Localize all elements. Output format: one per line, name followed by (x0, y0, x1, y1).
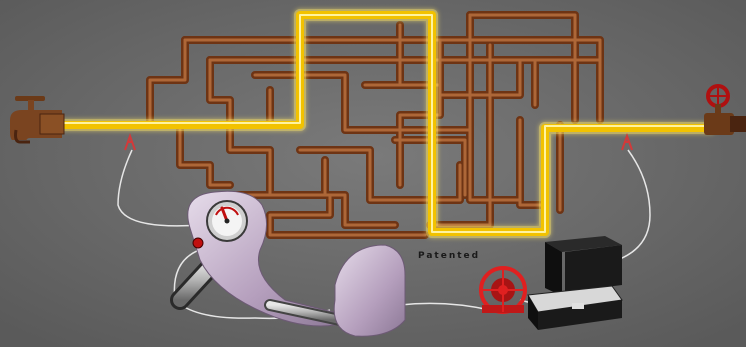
right-clamp-icon (621, 133, 633, 151)
highlighted-pipe-path (56, 9, 716, 238)
patent-caption: Patented (418, 251, 481, 261)
left-clamp-icon (124, 133, 136, 151)
pressure-gauge-icon (206, 200, 248, 242)
shutoff-valve-icon (704, 84, 746, 135)
receiver-case-icon (527, 236, 623, 330)
faucet-icon (10, 96, 65, 144)
cable-reel-icon (479, 266, 527, 314)
